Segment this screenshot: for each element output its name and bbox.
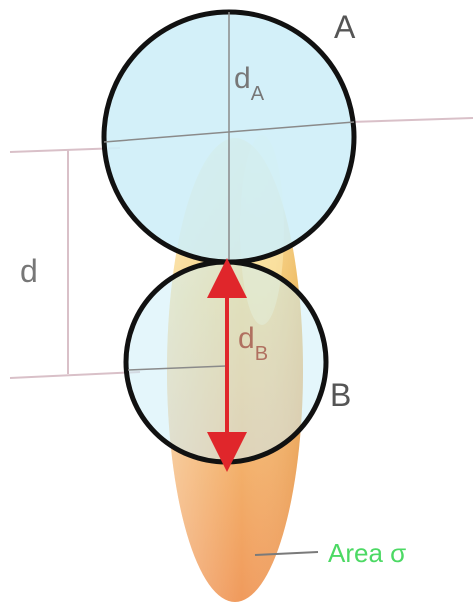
distance-guides [9, 117, 473, 379]
diameter-a-label: dA [234, 62, 265, 105]
sphere-a-horizontal-axis [103, 121, 355, 143]
diameter-b-main: d [238, 322, 255, 355]
sphere-a-label: A [334, 9, 356, 45]
diameter-b-sub: B [255, 343, 268, 365]
sphere-b-label: B [330, 377, 351, 413]
area-pointer-line [254, 551, 319, 556]
sphere-a [101, 9, 357, 265]
diameter-a-sub: A [251, 83, 265, 105]
area-label: Area σ [328, 538, 406, 568]
diameter-a-main: d [234, 62, 251, 95]
guide-line-top [9, 147, 121, 153]
diameter-b-label: dB [238, 322, 268, 365]
guide-line-sphere-a-right [349, 117, 473, 123]
guide-line-bottom [9, 371, 141, 379]
distance-label: d [20, 253, 38, 289]
